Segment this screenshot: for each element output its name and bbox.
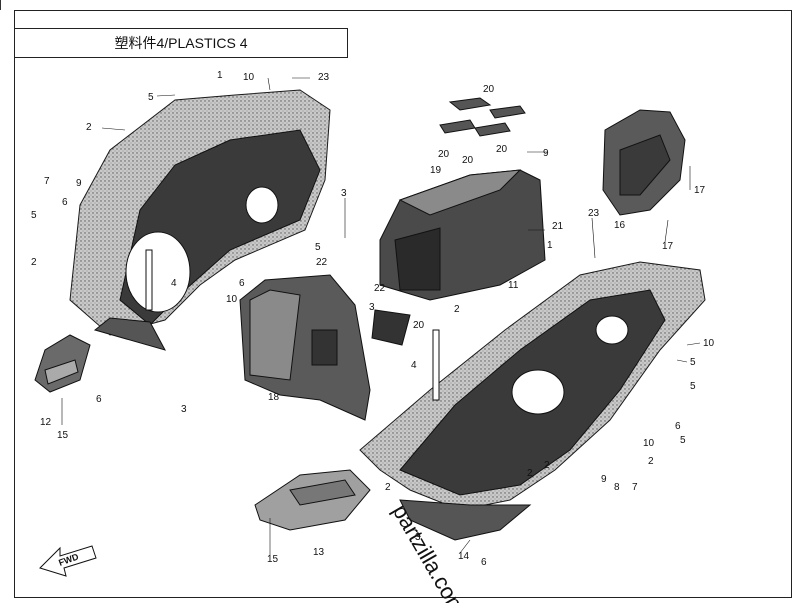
callout-6: 6 <box>62 197 68 208</box>
callout-3d: 3 <box>181 404 187 415</box>
drawing-frame <box>14 10 792 598</box>
callout-8: 8 <box>614 482 620 493</box>
pads-20 <box>371 97 526 346</box>
callout-17b: 17 <box>662 241 674 252</box>
under-cover-18 <box>239 274 371 421</box>
callout-2d: 2 <box>648 456 654 467</box>
callout-10c: 10 <box>703 338 715 349</box>
corner-mark <box>0 0 5 10</box>
right-front-cover-16 <box>602 109 686 216</box>
callout-14: 14 <box>458 551 470 562</box>
callout-5f: 5 <box>680 435 686 446</box>
callout-5c: 5 <box>315 242 321 253</box>
callout-15b: 15 <box>57 430 69 441</box>
callout-23: 23 <box>318 72 330 83</box>
callout-5: 5 <box>148 92 154 103</box>
callout-2b: 2 <box>31 257 37 268</box>
callout-11: 11 <box>508 280 519 291</box>
callout-6d: 6 <box>481 557 487 568</box>
callout-10: 10 <box>243 72 255 83</box>
callout-6c: 6 <box>675 421 681 432</box>
callout-10b: 10 <box>226 294 238 305</box>
callout-4b: 4 <box>411 360 417 371</box>
callout-15: 15 <box>267 554 279 565</box>
callout-5e: 5 <box>690 381 696 392</box>
callout-2f: 2 <box>527 468 533 479</box>
callout-12: 12 <box>40 417 52 428</box>
callout-20d: 20 <box>496 144 508 155</box>
floor-plate-13 <box>254 469 371 531</box>
fwd-arrow-icon: FWD <box>39 545 97 577</box>
callout-3c: 3 <box>415 532 421 543</box>
callout-1b: 1 <box>547 240 553 251</box>
callout-20e: 20 <box>413 320 425 331</box>
callout-23b: 23 <box>588 208 600 219</box>
callout-19: 19 <box>430 165 442 176</box>
callout-4: 4 <box>171 278 177 289</box>
callout-9: 9 <box>76 178 82 189</box>
callout-6b: 6 <box>239 278 245 289</box>
callout-22: 22 <box>316 257 328 268</box>
callout-21: 21 <box>552 221 564 232</box>
callout-5d: 5 <box>690 357 696 368</box>
callout-18: 18 <box>268 392 280 403</box>
left-side-panel <box>69 89 331 351</box>
diagram-title: 塑料件4/PLASTICS 4 <box>14 28 348 58</box>
callout-6e: 6 <box>96 394 102 405</box>
right-side-panel <box>359 261 706 541</box>
callout-13: 13 <box>313 547 325 558</box>
leader-lines <box>61 77 701 555</box>
callout-2c: 2 <box>454 304 460 315</box>
callout-labels: 5 10 23 1 2 7 6 9 5 2 4 3 5 22 10 6 22 3… <box>31 70 715 568</box>
callout-20: 20 <box>483 84 495 95</box>
callout-17: 17 <box>694 185 706 196</box>
callout-20b: 20 <box>438 149 450 160</box>
callout-3b: 3 <box>369 302 375 313</box>
callout-22b: 22 <box>374 283 386 294</box>
callout-1: 1 <box>217 70 223 81</box>
callout-10d: 10 <box>643 438 655 449</box>
callout-16: 16 <box>614 220 626 231</box>
callout-9b: 9 <box>543 148 549 159</box>
callout-2g: 2 <box>385 482 391 493</box>
front-bracket-12 <box>34 334 91 393</box>
callout-20c: 20 <box>462 155 474 166</box>
callout-2: 2 <box>86 122 92 133</box>
callout-7: 7 <box>44 176 50 187</box>
callout-2e: 2 <box>544 460 550 471</box>
storage-box-21 <box>379 169 546 301</box>
callout-9c: 9 <box>601 474 607 485</box>
callout-5b: 5 <box>31 210 37 221</box>
callout-3: 3 <box>341 188 347 199</box>
callout-7b: 7 <box>632 482 638 493</box>
